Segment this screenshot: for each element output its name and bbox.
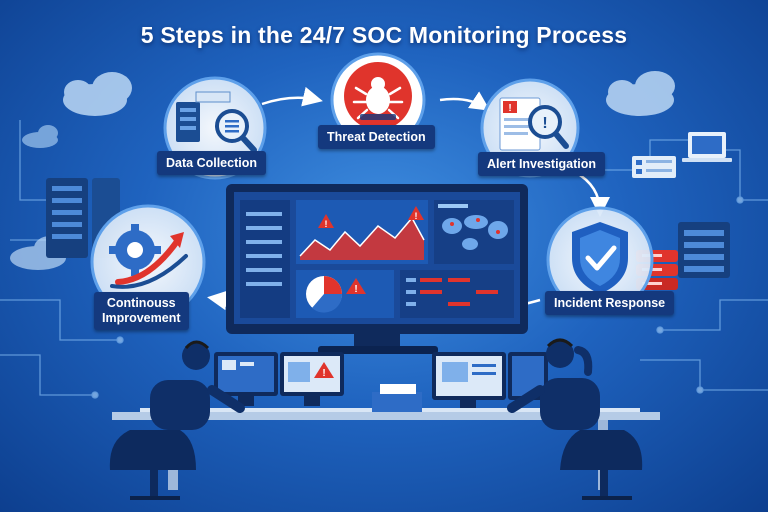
svg-text:!: ! bbox=[415, 211, 418, 221]
svg-text:!: ! bbox=[508, 103, 511, 114]
central-monitor: ! ! ! bbox=[226, 184, 528, 354]
server-rack-icon bbox=[678, 222, 730, 278]
cloud-icon bbox=[22, 125, 58, 148]
operator-left bbox=[109, 340, 245, 500]
network-panel-icon bbox=[632, 156, 676, 178]
step-label-threat-detection: Threat Detection bbox=[318, 125, 435, 149]
cloud-icon bbox=[63, 72, 132, 116]
arrow-collection-to-detection bbox=[261, 86, 323, 107]
step-label-incident-response: Incident Response bbox=[545, 291, 675, 315]
step-label-alert-investigation: Alert Investigation bbox=[478, 152, 606, 176]
page-title: 5 Steps in the 24/7 SOC Monitoring Proce… bbox=[140, 22, 628, 48]
step-label-data-collection: Data Collection bbox=[157, 151, 266, 175]
svg-text:!: ! bbox=[322, 368, 325, 379]
arrow-detection-to-investigation bbox=[439, 91, 491, 111]
operator-right bbox=[507, 338, 643, 500]
svg-text:!: ! bbox=[325, 219, 328, 229]
step-label-line2: Improvement bbox=[102, 311, 181, 325]
svg-text:!: ! bbox=[354, 284, 357, 295]
arrow-investigation-to-response bbox=[574, 170, 610, 217]
step-incident-response-icon bbox=[546, 206, 654, 314]
step-continuous-improvement-icon bbox=[90, 204, 206, 320]
cloud-icon bbox=[606, 71, 675, 116]
step-threat-detection-icon bbox=[330, 52, 426, 148]
laptop-icon bbox=[682, 132, 732, 162]
operator-monitor-left: ! bbox=[214, 352, 344, 406]
svg-text:!: ! bbox=[542, 115, 547, 132]
step-label-line1: Continouss bbox=[106, 296, 176, 310]
step-label-continuous-improvement: Continouss Improvement bbox=[94, 292, 189, 330]
